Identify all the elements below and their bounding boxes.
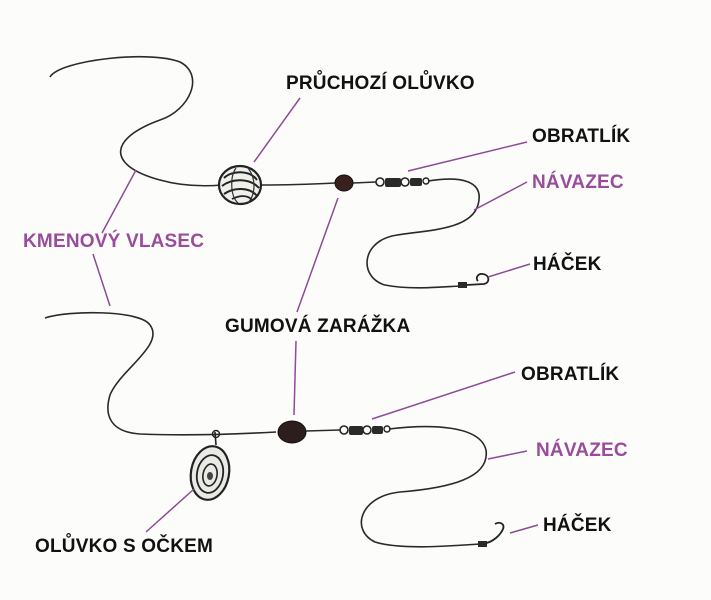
leader-pruchozi-oluvko — [253, 97, 301, 163]
top-swivel — [375, 177, 430, 187]
bottom-hook — [478, 521, 505, 547]
pruchozi-sinker — [217, 164, 263, 206]
bottom-line-to-swivel — [305, 429, 341, 432]
leader-navazec-bottom — [487, 450, 528, 460]
leader-navazec-top — [473, 181, 528, 211]
leader-gumova-to-bottom — [293, 340, 297, 416]
label-obratlik-top: OBRATLÍK — [532, 126, 631, 147]
bottom-swivel — [339, 425, 391, 435]
label-navazec-bottom: NÁVAZEC — [536, 440, 628, 461]
top-hook — [458, 272, 490, 288]
leader-kmenovy-to-bottom — [92, 253, 111, 307]
leader-kmenovy-to-top — [101, 169, 137, 234]
label-gumova-zarazka: GUMOVÁ ZARÁŽKA — [225, 316, 411, 337]
label-oluvko-s-ockem: OLŮVKO S OČKEM — [35, 536, 214, 557]
bottom-leader — [360, 425, 487, 548]
label-navazec-top: NÁVAZEC — [532, 172, 624, 193]
top-main-line — [49, 55, 223, 187]
top-line-through — [261, 182, 336, 186]
label-hacek-bottom: HÁČEK — [543, 515, 612, 536]
eye-sinker — [189, 429, 231, 501]
leader-obratlik-top — [407, 141, 528, 172]
label-obratlik-bottom: OBRATLÍK — [521, 364, 620, 385]
top-line-to-swivel — [352, 181, 377, 184]
bottom-rubber-stop — [277, 420, 307, 444]
bottom-main-line — [44, 311, 277, 436]
leader-hacek-top — [487, 263, 531, 278]
leader-oluvko-s-ockem — [145, 488, 195, 533]
label-pruchozi-oluvko: PRŮCHOZÍ OLŮVKO — [286, 73, 475, 94]
leader-hacek-bottom — [509, 524, 539, 534]
leader-gumova-to-top — [296, 197, 339, 313]
top-rubber-stop — [334, 174, 354, 192]
label-kmenovy-vlasec: KMENOVÝ VLASEC — [23, 231, 205, 252]
leader-obratlik-bottom — [371, 371, 516, 420]
top-leader — [366, 178, 480, 289]
label-hacek-top: HÁČEK — [533, 254, 602, 275]
